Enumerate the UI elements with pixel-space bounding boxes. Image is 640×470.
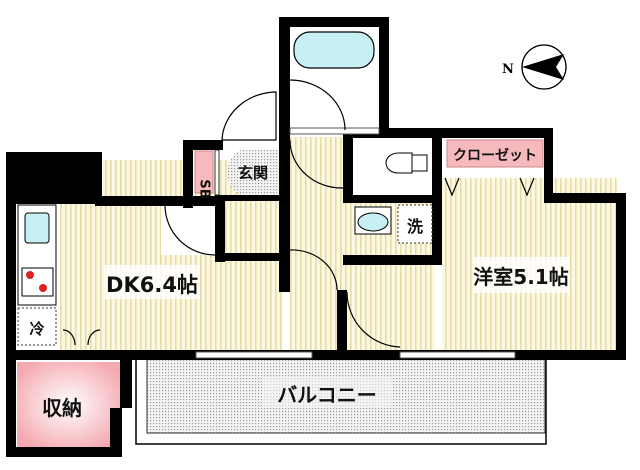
bathtub-icon	[293, 31, 375, 69]
western-room-label: 洋室5.1帖	[473, 265, 568, 289]
compass-north-label: N	[502, 62, 514, 77]
walls	[6, 17, 626, 457]
toilet-icon	[385, 152, 428, 174]
svg-text:クローゼット: クローゼット	[453, 147, 537, 164]
svg-text:冷: 冷	[29, 320, 44, 338]
fridge-space	[17, 307, 57, 346]
sink-icon	[354, 206, 392, 235]
balcony-label: バルコニー	[277, 383, 377, 407]
kitchen-sink-icon	[24, 212, 50, 244]
doors	[62, 79, 535, 348]
storage: 収納	[17, 362, 120, 447]
entrance: 玄関	[214, 149, 278, 196]
compass-icon: N	[502, 44, 567, 90]
svg-text:SB: SB	[197, 179, 212, 198]
shoe-box: SB	[194, 150, 214, 199]
washer-space: 洗	[397, 204, 433, 244]
windows	[195, 127, 516, 359]
balcony: バルコニー	[135, 357, 547, 445]
closet: クローゼット	[446, 139, 544, 168]
svg-text:玄関: 玄関	[238, 164, 268, 182]
dk-label: DK6.4帖	[106, 273, 198, 297]
svg-text:収納: 収納	[42, 396, 82, 420]
svg-text:洗: 洗	[407, 217, 423, 236]
stove-icon	[21, 267, 54, 297]
hallway-floor	[290, 137, 345, 352]
kitchen: 冷	[17, 204, 57, 346]
